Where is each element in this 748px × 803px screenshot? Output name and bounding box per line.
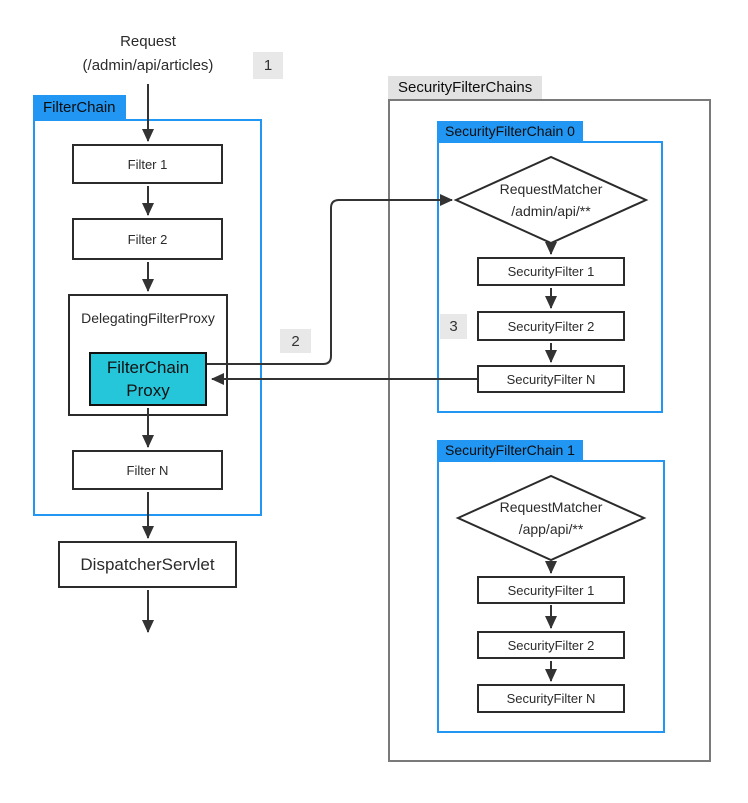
filterchain-proxy-node: FilterChain Proxy bbox=[89, 352, 207, 406]
request-matcher1-title: RequestMatcher bbox=[499, 499, 603, 515]
securityfilter1-chain0-node: SecurityFilter 1 bbox=[477, 257, 625, 286]
dispatcher-servlet-node: DispatcherServlet bbox=[58, 541, 237, 588]
request-path: (/admin/api/articles) bbox=[82, 57, 214, 74]
request-title: Request bbox=[120, 33, 176, 50]
filterN-node: Filter N bbox=[72, 450, 223, 490]
filter1-node: Filter 1 bbox=[72, 144, 223, 184]
request-matcher0-title: RequestMatcher bbox=[499, 181, 603, 197]
filterchain-proxy-line2: Proxy bbox=[126, 381, 170, 400]
delegating-filter-proxy-title: DelegatingFilterProxy bbox=[81, 310, 215, 326]
step-badge-1: 1 bbox=[253, 52, 283, 79]
securityfilterchains-box bbox=[388, 99, 711, 762]
securityfilter1-chain1-node: SecurityFilter 1 bbox=[477, 576, 625, 604]
step-badge-2: 2 bbox=[280, 329, 311, 353]
step-badge-3: 3 bbox=[440, 314, 467, 339]
filterchain-proxy-line1: FilterChain bbox=[106, 358, 190, 377]
securityfilterchain1-label: SecurityFilterChain 1 bbox=[437, 440, 583, 460]
request-label: Request (/admin/api/articles) bbox=[50, 30, 246, 78]
securityfilter2-chain0-node: SecurityFilter 2 bbox=[477, 311, 625, 341]
filterchain-label: FilterChain bbox=[33, 95, 126, 119]
request-matcher0-label: RequestMatcher /admin/api/** bbox=[461, 178, 641, 222]
securityfilterN-chain0-node: SecurityFilter N bbox=[477, 365, 625, 393]
filter2-node: Filter 2 bbox=[72, 218, 223, 260]
securityfilterchains-label: SecurityFilterChains bbox=[388, 76, 543, 99]
request-matcher1-pattern: /app/api/** bbox=[518, 521, 584, 537]
request-matcher1-label: RequestMatcher /app/api/** bbox=[461, 496, 641, 540]
securityfilterchain1-box bbox=[437, 460, 665, 733]
request-matcher0-pattern: /admin/api/** bbox=[511, 203, 591, 219]
securityfilter2-chain1-node: SecurityFilter 2 bbox=[477, 631, 625, 659]
securityfilterN-chain1-node: SecurityFilter N bbox=[477, 684, 625, 713]
securityfilterchain0-label: SecurityFilterChain 0 bbox=[437, 121, 583, 141]
